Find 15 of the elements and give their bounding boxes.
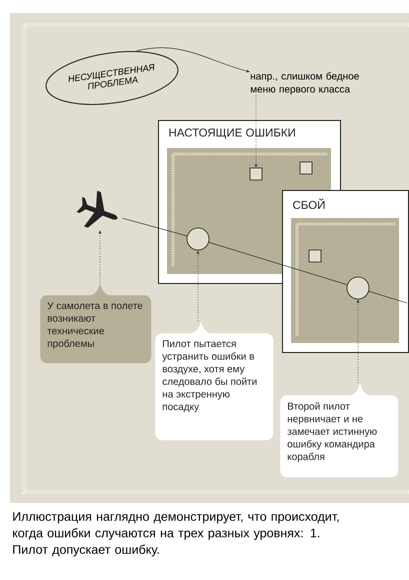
square-marker: [250, 168, 262, 180]
frame-box: СБОЙ: [282, 190, 409, 353]
caption: Иллюстрация наглядно демонстрирует, что происходит, когда ошибки случаются на трех разных уровнях: 1. Пилот допускает ошибку.: [13, 512, 339, 556]
line: [368, 291, 408, 304]
callout-box: Второй пилот нервничает и не замечает истинную ошибку командира корабля: [280, 383, 398, 478]
callout-box: У самолета в полете возникают технические проблемы: [40, 283, 152, 364]
circle-marker: [346, 276, 370, 300]
circle-marker: [186, 228, 210, 250]
line: [122, 218, 188, 236]
note-text: напр., слишком бедное меню первого класса: [250, 72, 359, 95]
square-marker: [300, 162, 312, 174]
line: [208, 242, 348, 285]
airplane-drawing: [76, 190, 118, 228]
callout-box: Пилот пытается устранить ошибки в воздухе, хотя ему следовало бы пойти на экстренную посадку: [155, 321, 274, 440]
square-marker: [308, 250, 322, 262]
